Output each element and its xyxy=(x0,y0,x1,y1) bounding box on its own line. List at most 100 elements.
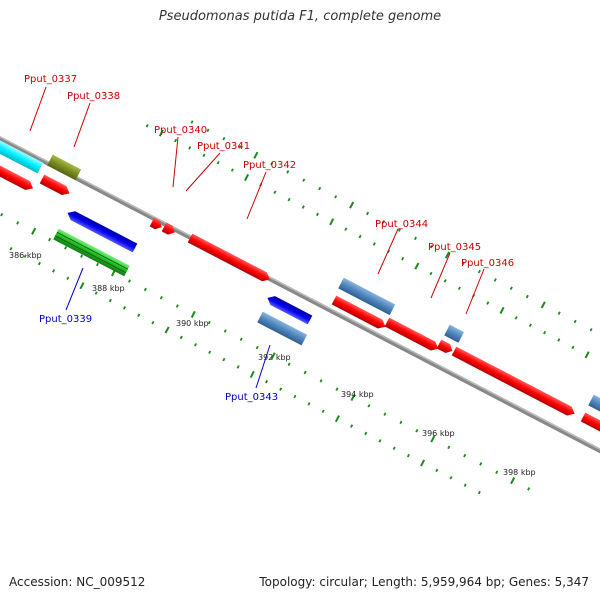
tick-mark xyxy=(253,151,259,159)
gene-pput-0343-reverse[interactable] xyxy=(265,293,313,325)
tick-mark xyxy=(589,328,593,332)
tick-mark xyxy=(159,295,163,300)
gene-label[interactable]: Pput_0338 xyxy=(67,91,120,102)
genome-summary-text: Topology: circular; Length: 5,959,964 bp… xyxy=(259,575,589,589)
accession-text: Accession: NC_009512 xyxy=(9,575,146,589)
tick-mark xyxy=(0,212,4,217)
tick-mark xyxy=(366,211,370,216)
tick-mark xyxy=(573,319,577,324)
tick-mark xyxy=(265,379,268,384)
tick-mark xyxy=(334,415,340,423)
tick-mark xyxy=(398,228,401,232)
tick-mark xyxy=(207,320,211,325)
tick-mark xyxy=(329,218,335,226)
tick-mark xyxy=(406,453,410,458)
gene-pput-0338-forward[interactable] xyxy=(39,174,72,198)
tick-mark xyxy=(239,337,243,342)
class-box-steel-0345 xyxy=(444,324,464,343)
tick-mark xyxy=(461,261,465,266)
gene-pput-0341-forward[interactable] xyxy=(161,222,177,237)
tick-mark xyxy=(493,278,497,282)
tick-mark xyxy=(479,462,483,466)
tick-mark xyxy=(16,221,20,225)
tick-marks xyxy=(0,120,600,495)
tick-mark xyxy=(435,468,439,473)
tick-mark xyxy=(188,146,192,150)
tick-mark xyxy=(222,136,226,141)
gene-label[interactable]: Pput_0342 xyxy=(243,160,296,171)
gene-label[interactable]: Pput_0340 xyxy=(154,125,207,136)
gene-pput-0339-reverse[interactable] xyxy=(65,208,138,253)
gene-label[interactable]: Pput_0337 xyxy=(24,74,77,85)
tick-mark xyxy=(202,153,206,158)
tick-mark xyxy=(499,306,505,315)
tick-mark xyxy=(94,291,98,295)
tick-mark xyxy=(244,173,250,182)
tick-mark xyxy=(528,323,532,328)
tick-mark xyxy=(321,409,325,414)
gene-edge-forward[interactable] xyxy=(580,412,600,443)
tick-mark xyxy=(429,271,433,276)
tick-mark xyxy=(557,311,561,315)
class-box-cyan xyxy=(0,139,44,174)
tick-mark xyxy=(164,326,170,334)
scale-label: 386 kbp xyxy=(9,251,42,260)
class-box-steel-0343 xyxy=(257,311,308,346)
map-title: Pseudomonas putida F1, complete genome xyxy=(158,9,442,24)
tick-mark xyxy=(514,316,518,320)
tick-mark xyxy=(96,262,99,267)
gene-pput-0340-forward[interactable] xyxy=(149,217,164,232)
tick-mark xyxy=(350,393,356,402)
gene-pput-0344-forward[interactable] xyxy=(331,295,388,332)
tick-mark xyxy=(319,379,323,383)
tick-mark xyxy=(584,351,590,359)
tick-mark xyxy=(270,352,276,360)
tick-mark xyxy=(127,279,131,283)
tick-mark xyxy=(349,201,355,209)
tick-mark xyxy=(307,402,311,406)
tick-mark xyxy=(158,129,164,137)
gene-pput-0345-forward[interactable] xyxy=(384,317,441,354)
gene-pput-0337-forward[interactable] xyxy=(0,163,35,193)
scale-label: 392 kbp xyxy=(258,353,291,362)
tick-mark xyxy=(293,394,297,399)
tick-mark xyxy=(344,227,348,231)
gene-label[interactable]: Pput_0343 xyxy=(225,392,278,403)
gene-label[interactable]: Pput_0339 xyxy=(39,314,92,325)
tick-mark xyxy=(37,261,41,266)
tick-mark xyxy=(52,269,56,273)
tick-mark xyxy=(477,269,481,274)
tick-mark xyxy=(208,350,212,354)
tick-mark xyxy=(151,320,155,325)
gene-label[interactable]: Pput_0346 xyxy=(461,258,514,269)
tick-mark xyxy=(222,357,226,362)
tick-mark xyxy=(216,160,220,165)
tick-mark xyxy=(557,338,561,342)
tick-mark xyxy=(414,262,420,270)
tick-mark xyxy=(255,345,259,350)
tick-mark xyxy=(420,459,426,467)
tick-mark xyxy=(543,330,547,335)
tick-mark xyxy=(79,282,85,290)
tick-mark xyxy=(287,197,291,202)
gene-label[interactable]: Pput_0341 xyxy=(197,141,250,152)
tick-mark xyxy=(509,286,513,291)
tick-mark xyxy=(236,365,240,369)
tick-mark xyxy=(303,370,307,375)
tick-mark xyxy=(358,234,362,239)
tick-mark xyxy=(316,212,319,217)
scale-label: 398 kbp xyxy=(503,468,536,477)
gene-pput-0345b-forward[interactable] xyxy=(436,339,455,356)
tick-mark xyxy=(190,120,194,124)
tick-mark xyxy=(444,251,450,259)
tick-mark xyxy=(302,178,306,182)
gene-label[interactable]: Pput_0345 xyxy=(428,242,481,253)
tick-mark xyxy=(179,335,183,340)
gene-pput-0346-forward[interactable] xyxy=(451,346,577,419)
tick-mark xyxy=(540,301,546,309)
tick-mark xyxy=(318,186,322,191)
tick-mark xyxy=(486,301,490,305)
gene-pput-0342-forward[interactable] xyxy=(187,233,272,284)
gene-label[interactable]: Pput_0344 xyxy=(375,219,428,230)
